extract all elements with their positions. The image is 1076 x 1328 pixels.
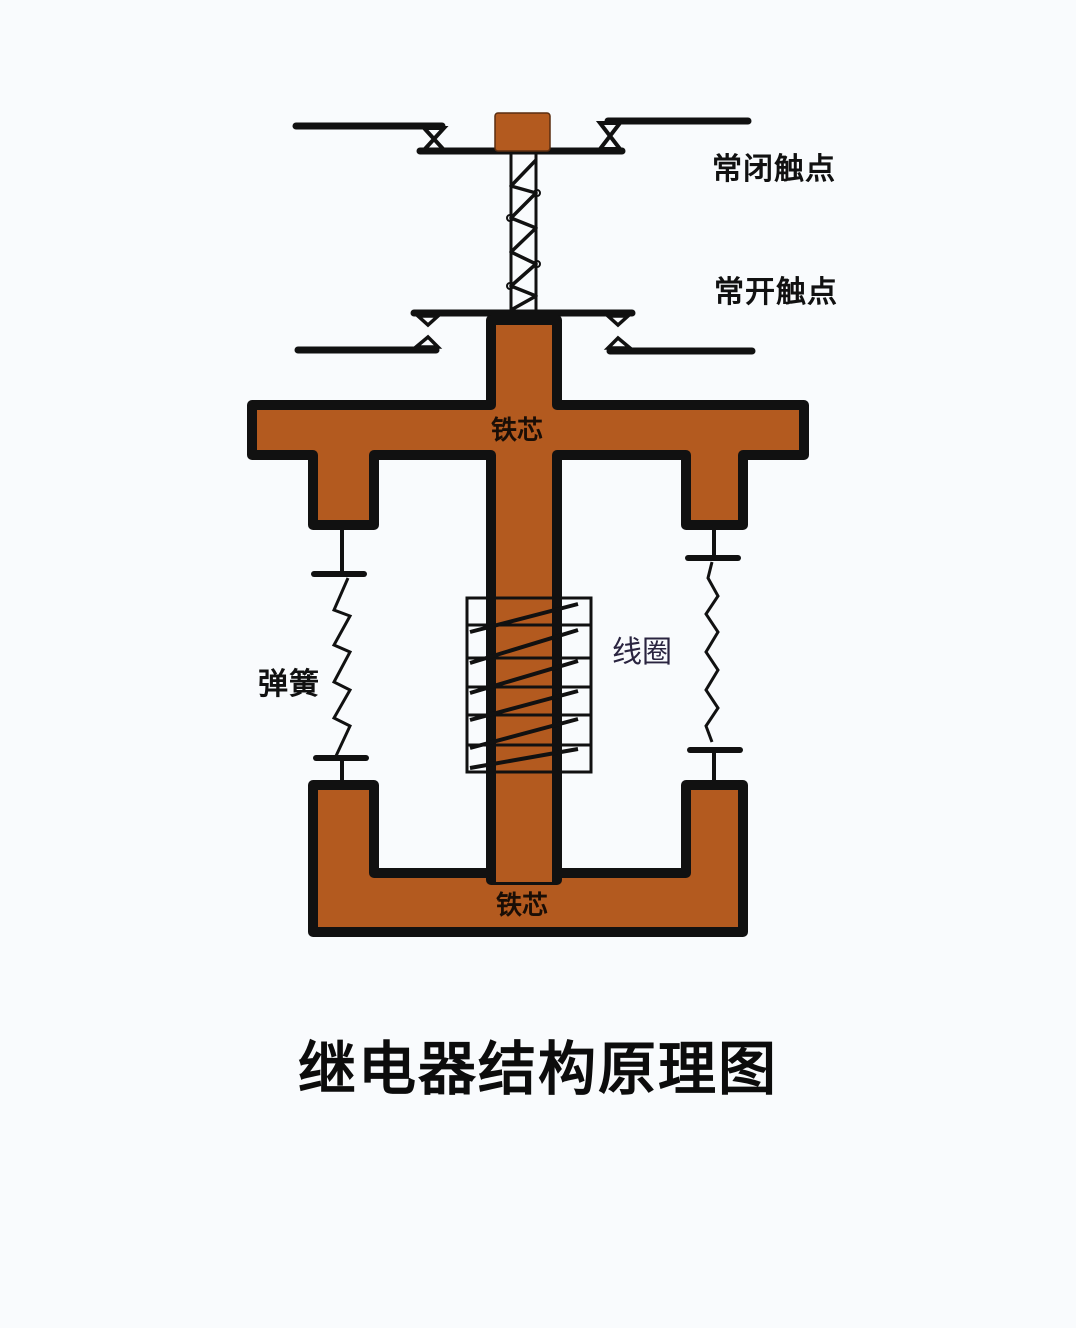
- armature-cap: [494, 112, 551, 152]
- diagram-title: 继电器结构原理图: [297, 1035, 778, 1103]
- normally-open-contact: [294, 309, 756, 355]
- left-spring: [311, 528, 369, 784]
- right-spring: [685, 528, 743, 784]
- normally-closed-contact-label: 常闭触点: [712, 152, 836, 187]
- upper-iron-core-label: 铁芯: [491, 416, 544, 446]
- normally-open-contact-label: 常开触点: [714, 275, 838, 310]
- coil: [465, 596, 593, 774]
- spring-label: 弹簧: [258, 667, 320, 702]
- armature-return-spring: [506, 154, 541, 312]
- lower-iron-core-label: 铁芯: [496, 891, 549, 921]
- coil-label: 线圈: [612, 635, 672, 670]
